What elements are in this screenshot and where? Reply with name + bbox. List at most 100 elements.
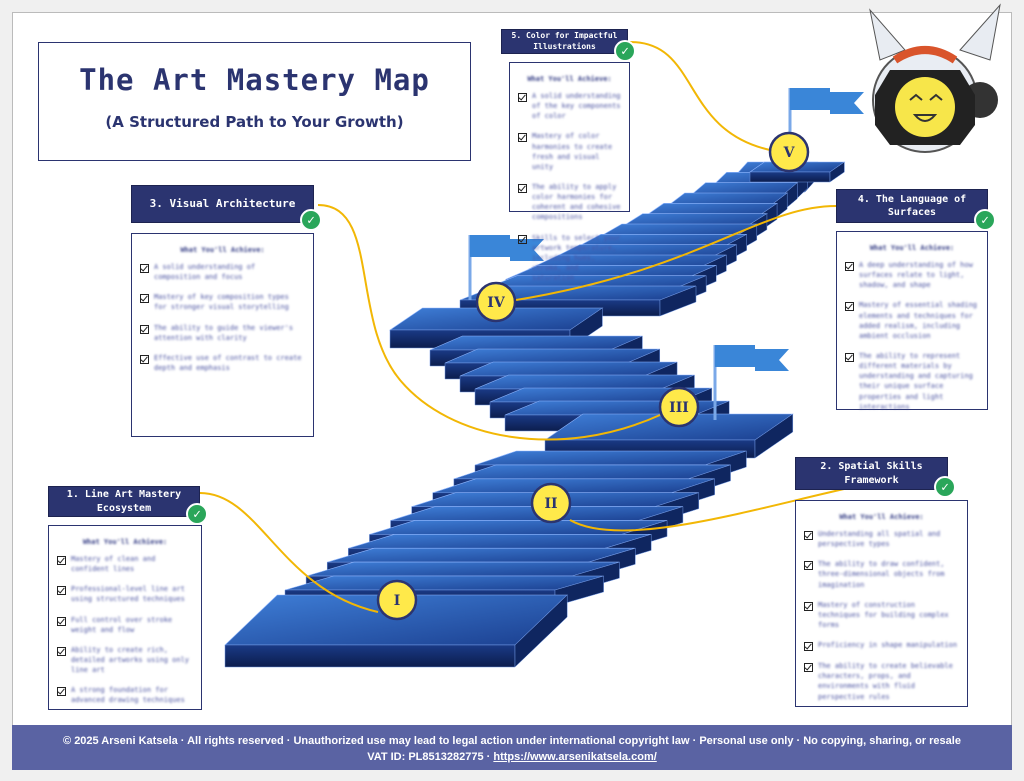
list-item: Mastery of clean and confident lines	[57, 554, 193, 574]
list-item: Mastery of construction techniques for b…	[804, 600, 959, 630]
section-body-1: What You'll Achieve: Mastery of clean and…	[48, 525, 202, 710]
level-marker	[475, 281, 517, 323]
level-numeral: I	[394, 593, 401, 609]
platform-v-side	[829, 161, 845, 183]
level-marker	[376, 579, 418, 621]
stair-step-top	[306, 561, 620, 577]
stair-step-top	[284, 575, 604, 591]
list-item: Understanding all spatial and perspectiv…	[804, 529, 959, 549]
platform-i-side	[514, 594, 568, 668]
item-text: Proficiency in shape manipulation	[818, 641, 958, 650]
section-body-5: What You'll Achieve: A solid understandin…	[509, 62, 630, 282]
checkbox-icon	[845, 302, 854, 312]
section-header-4: 4. The Language of Surfaces	[836, 189, 988, 223]
list-item: The ability to create believable charact…	[804, 661, 959, 702]
checkbox-icon	[57, 687, 66, 697]
connector-curve	[629, 41, 771, 151]
item-text: Ability to create rich, detailed artwork…	[71, 645, 190, 675]
platform-iii-side	[754, 413, 794, 459]
level-marker	[658, 386, 700, 428]
section-title: 5. Color for Impactful Illustrations	[511, 30, 618, 51]
list-item: Skills to select your artwork temperatur…	[518, 233, 621, 284]
connector-curve	[515, 205, 837, 301]
item-text: The ability to create believable charact…	[818, 662, 953, 701]
platform-v-front	[749, 171, 831, 183]
checkbox-icon	[518, 183, 527, 193]
level-numeral: V	[783, 145, 796, 161]
checkbox-icon	[845, 352, 854, 362]
section-body-2: What You'll Achieve:Understanding all sp…	[795, 500, 968, 707]
stair-step-top	[429, 335, 643, 351]
checkbox-icon	[804, 601, 813, 611]
flag-icon	[715, 345, 789, 371]
item-text: The ability to apply color harmonies for…	[532, 182, 621, 222]
checkbox-icon	[518, 133, 527, 143]
list-item: A strong foundation for advanced drawing…	[57, 685, 193, 705]
level-numeral: IV	[487, 295, 506, 311]
vat-id: VAT ID: PL8513282775 ·	[367, 750, 494, 763]
item-text: Professional-level line art using struct…	[71, 585, 185, 604]
list-item: A solid understanding of the key compone…	[518, 91, 621, 121]
item-text: Effective use of contrast to create dept…	[154, 353, 302, 372]
stair-step-top	[432, 478, 715, 494]
page-subtitle: (A Structured Path to Your Growth)	[105, 113, 404, 131]
list-item: The ability to represent different mater…	[845, 351, 979, 412]
checkbox-icon	[804, 561, 813, 571]
achieve-label: What You'll Achieve:	[527, 75, 612, 83]
section-title: 1. Line Art Mastery Ecosystem	[66, 489, 182, 514]
achieve-label: What You'll Achieve:	[82, 538, 168, 546]
stair-step-top	[474, 374, 695, 390]
list-item: Effective use of contrast to create dept…	[140, 353, 305, 373]
list-item: A deep understanding of how surfaces rel…	[845, 260, 979, 290]
list-item: The ability to draw confident, three-dim…	[804, 559, 959, 589]
item-text: The ability to represent different mater…	[859, 351, 973, 411]
item-text: Understanding all spatial and perspectiv…	[818, 530, 941, 549]
checkbox-icon	[804, 663, 813, 673]
stair-step-top	[474, 450, 747, 466]
item-text: Mastery of color harmonies to create fre…	[532, 132, 613, 171]
checkbox-icon	[57, 616, 66, 626]
stair-step-top	[453, 464, 731, 480]
level-marker	[530, 482, 572, 524]
section-body-4: What You'll Achieve:A deep understanding…	[836, 231, 988, 412]
checkbox-icon	[57, 646, 66, 656]
item-text: Mastery of construction techniques for b…	[818, 600, 949, 629]
checkbox-icon	[804, 642, 813, 652]
checkbox-icon	[518, 234, 527, 244]
checkbox-icon	[140, 264, 149, 273]
item-text: A deep understanding of how surfaces rel…	[859, 261, 973, 290]
robot-ear-icon	[869, 8, 906, 61]
page-title: The Art Mastery Map	[79, 63, 430, 97]
checkbox-icon	[804, 531, 813, 540]
robot-stripe-icon	[892, 46, 958, 64]
list-item: Mastery of color harmonies to create fre…	[518, 131, 621, 172]
section-title: 2. Spatial Skills Framework	[820, 461, 923, 486]
checkmark-badge-icon: ✓	[934, 476, 956, 498]
item-text: The ability to guide the viewer's attent…	[154, 323, 294, 342]
checkbox-icon	[140, 294, 149, 304]
item-text: A solid understanding of composition and…	[154, 263, 256, 282]
checkmark-badge-icon: ✓	[300, 209, 322, 231]
section-header-2: 2. Spatial Skills Framework	[795, 457, 948, 490]
section-header-1: 1. Line Art Mastery Ecosystem	[48, 486, 200, 517]
item-text: The ability to draw confident, three-dim…	[818, 560, 945, 589]
section-title: 4. The Language of Surfaces	[857, 193, 967, 219]
list-item: Mastery of essential shading elements an…	[845, 300, 979, 341]
level-numeral: III	[669, 400, 689, 416]
stair-step-top	[459, 361, 678, 377]
title-box: The Art Mastery Map (A Structured Path t…	[38, 42, 471, 161]
checkmark-badge-icon: ✓	[614, 40, 636, 62]
stair-step-top	[348, 534, 652, 549]
checkbox-icon	[140, 354, 149, 364]
stair-step-top	[444, 348, 660, 364]
robot-face-icon	[895, 77, 955, 137]
footer: © 2025 Arseni Katsela · All rights reser…	[12, 725, 1012, 770]
stair-step-top	[327, 547, 636, 563]
robot-ear-icon	[959, 3, 1001, 61]
website-link[interactable]: https://www.arsenikatsela.com/	[493, 750, 657, 763]
stair-step-top	[369, 520, 668, 535]
list-item: A solid understanding of composition and…	[140, 262, 305, 282]
list-item: Full control over stroke weight and flow	[57, 615, 193, 635]
list-item: Ability to create rich, detailed artwork…	[57, 645, 193, 675]
section-body-3: What You'll Achieve:A solid understandin…	[131, 233, 314, 437]
